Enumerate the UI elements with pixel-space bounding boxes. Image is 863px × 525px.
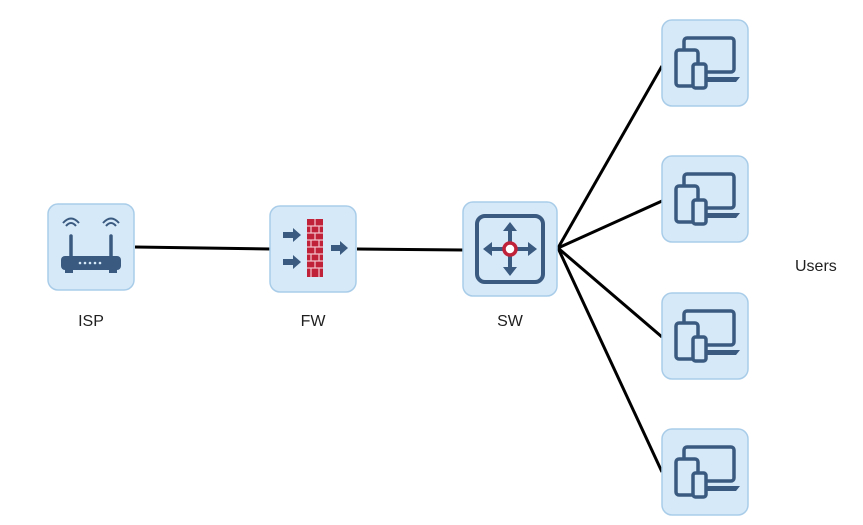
link-sw-user4: [556, 247, 664, 473]
link-isp-fw: [134, 245, 271, 251]
switch-icon: [475, 214, 545, 284]
router-icon: [61, 217, 121, 273]
node-label-isp: ISP: [78, 313, 104, 330]
firewall-icon: [283, 219, 348, 277]
node-label-sw: SW: [497, 313, 524, 330]
link-sw-user2: [557, 199, 663, 250]
node-user1: [661, 19, 749, 107]
link-fw-sw: [356, 247, 464, 252]
node-sw: SW: [462, 201, 558, 330]
node-isp: ISP: [47, 203, 135, 330]
links-layer: [134, 65, 664, 473]
node-user4: [661, 428, 749, 516]
node-label-fw: FW: [301, 313, 327, 330]
users-group-label: Users: [795, 258, 837, 275]
node-fw: FW: [269, 205, 357, 330]
node-user3: [661, 292, 749, 380]
node-user2: [661, 155, 749, 243]
link-sw-user3: [557, 246, 663, 339]
link-sw-user1: [556, 65, 664, 249]
